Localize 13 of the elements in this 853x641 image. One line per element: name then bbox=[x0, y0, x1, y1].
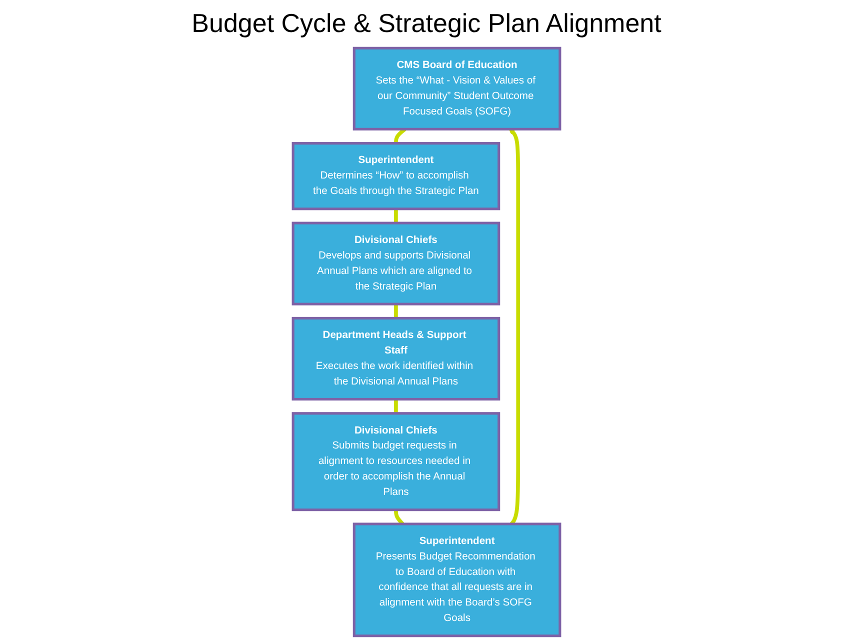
node-box: Superintendent Determines “How” to accomplish the Goals through the Strategic Plan bbox=[292, 142, 500, 210]
arrow bbox=[508, 128, 520, 526]
diagram-title: Budget Cycle & Strategic Plan Alignment bbox=[192, 8, 662, 39]
connector bbox=[394, 208, 398, 224]
node-box: CMS Board of Education Sets the “What - Vision & Values of our Community” Student Outcome Focused Goals (SOFG) bbox=[352, 46, 562, 130]
connector bbox=[394, 303, 398, 319]
connector bbox=[394, 128, 406, 144]
connector bbox=[394, 398, 398, 414]
connector bbox=[394, 509, 404, 526]
node-box: Divisional Chiefs Develops and supports Divisional Annual Plans which are aligned to the Strategic Plan bbox=[292, 222, 500, 306]
node-box: Divisional Chiefs Submits budget requests in alignment to resources needed in order to accomplish the Annual Plans bbox=[292, 412, 500, 512]
node-box: Superintendent Presents Budget Recommendation to Board of Education with confidence that all requests are in alignment with the Board’s SOFG Goals bbox=[352, 522, 562, 638]
node-box: Department Heads & Support Staff Executes the work identified within the Divisional Annual Plans bbox=[292, 316, 500, 401]
